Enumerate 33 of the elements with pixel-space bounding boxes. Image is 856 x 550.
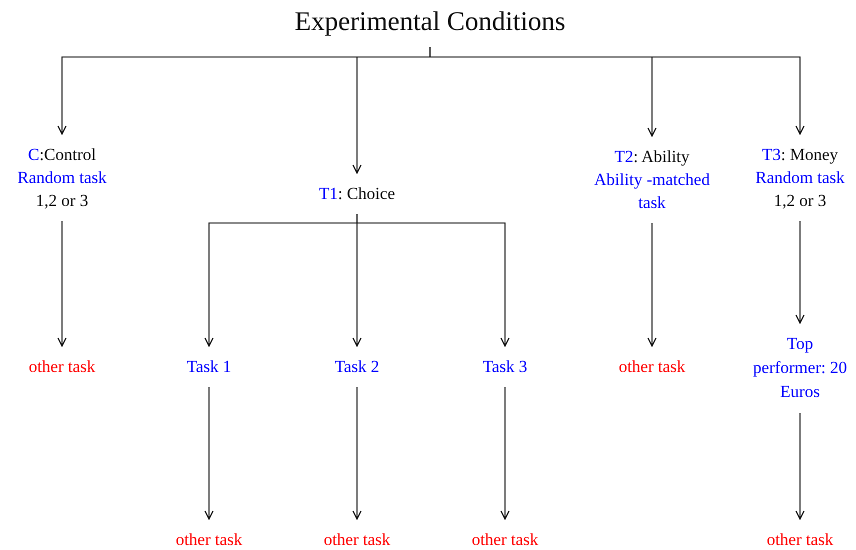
node-label: 1,2 or 3 (774, 191, 826, 210)
node-label: Top performer: 20 Euros (753, 334, 847, 401)
arrow (647, 223, 657, 347)
arrow (352, 387, 362, 520)
node-label: other task (472, 530, 538, 549)
node-label: :Control (39, 145, 96, 164)
node-label: other task (28, 357, 96, 376)
arrow (795, 413, 805, 520)
node-label: other task (766, 530, 834, 549)
node-label: C (28, 145, 40, 164)
node-label: T1 (318, 184, 338, 203)
node-label: T2 (614, 147, 634, 166)
node-label: Random task (17, 168, 107, 187)
node-label: other task (324, 530, 390, 549)
node-label: Experimental Conditions (294, 6, 566, 36)
node-label: other task (618, 357, 686, 376)
arrow (57, 221, 67, 347)
arrow (500, 387, 510, 520)
arrow (204, 387, 214, 520)
arrow (429, 47, 805, 135)
node-label: : Ability (633, 147, 690, 166)
node-label: Random task (755, 168, 845, 187)
node-label: Task 2 (334, 357, 380, 376)
node-label: 1,2 or 3 (36, 191, 88, 210)
node-label: other task (176, 530, 242, 549)
arrow (356, 214, 510, 347)
node-label: : Choice (338, 184, 396, 203)
node-label: T3 (762, 145, 781, 164)
node-label: : Money (780, 145, 838, 164)
node-label: Task 1 (186, 357, 232, 376)
arrow (795, 221, 805, 324)
node-label: Ability -matched task (594, 170, 710, 212)
node-label: Task 3 (482, 357, 528, 376)
